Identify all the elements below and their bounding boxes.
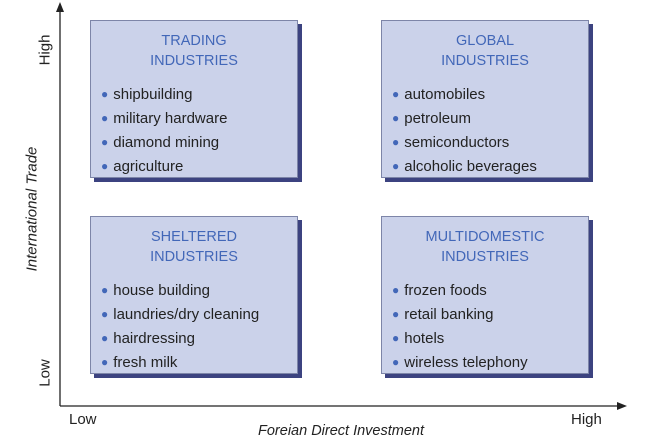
list-item-text: shipbuilding bbox=[113, 86, 193, 103]
multidomestic-title-line1: MULTIDOMESTIC bbox=[425, 229, 545, 245]
list-item-text: petroleum bbox=[404, 110, 471, 127]
sheltered-title-line1: SHELTERED bbox=[151, 229, 237, 245]
multidomestic-list: ● frozen foods ● retail banking ● hotels ● w… bbox=[382, 279, 588, 375]
trading-title-line1: TRADING bbox=[161, 33, 227, 49]
bullet-icon: ● bbox=[392, 87, 400, 101]
bullet-icon: ● bbox=[392, 111, 400, 125]
bullet-icon: ● bbox=[392, 331, 400, 345]
list-item: ● fresh milk bbox=[101, 351, 297, 375]
list-item-text: military hardware bbox=[113, 110, 228, 127]
y-axis-high-label: High bbox=[36, 34, 54, 66]
y-axis-label: International Trade bbox=[23, 146, 41, 272]
bullet-icon: ● bbox=[101, 159, 109, 173]
sheltered-title: SHELTERED INDUSTRIES bbox=[91, 227, 297, 267]
list-item-text: wireless telephony bbox=[404, 354, 528, 371]
trading-title-line2: INDUSTRIES bbox=[150, 53, 238, 69]
list-item: ● hairdressing bbox=[101, 327, 297, 351]
list-item-text: diamond mining bbox=[113, 134, 220, 151]
sheltered-title-line2: INDUSTRIES bbox=[150, 249, 238, 265]
multidomestic-title-line2: INDUSTRIES bbox=[441, 249, 529, 265]
list-item-text: alcoholic beverages bbox=[404, 158, 537, 175]
list-item-text: automobiles bbox=[404, 86, 486, 103]
list-item: ● frozen foods bbox=[392, 279, 588, 303]
global-title: GLOBAL INDUSTRIES bbox=[382, 31, 588, 71]
list-item: ● military hardware bbox=[101, 107, 297, 131]
list-item: ● shipbuilding bbox=[101, 83, 297, 107]
x-axis-label: Foreian Direct Investment bbox=[258, 423, 425, 439]
list-item: ● house building bbox=[101, 279, 297, 303]
list-item: ● semiconductors bbox=[392, 131, 588, 155]
list-item: ● diamond mining bbox=[101, 131, 297, 155]
list-item-text: fresh milk bbox=[113, 354, 178, 371]
y-axis-arrow-icon bbox=[56, 2, 64, 12]
list-item: ● alcoholic beverages bbox=[392, 155, 588, 179]
bullet-icon: ● bbox=[101, 331, 109, 345]
trading-industries-box: TRADING INDUSTRIES ● shipbuilding ● milita… bbox=[90, 20, 298, 178]
list-item: ● wireless telephony bbox=[392, 351, 588, 375]
sheltered-industries-box: SHELTERED INDUSTRIES ● house building ● la… bbox=[90, 216, 298, 374]
bullet-icon: ● bbox=[392, 307, 400, 321]
list-item-text: hotels bbox=[404, 330, 445, 347]
list-item: ● automobiles bbox=[392, 83, 588, 107]
bullet-icon: ● bbox=[392, 355, 400, 369]
list-item-text: retail banking bbox=[404, 306, 494, 323]
list-item: ● hotels bbox=[392, 327, 588, 351]
global-title-line1: GLOBAL bbox=[455, 33, 515, 49]
x-axis-high-label: High bbox=[571, 411, 602, 428]
list-item: ● retail banking bbox=[392, 303, 588, 327]
list-item-text: semiconductors bbox=[404, 134, 510, 151]
bullet-icon: ● bbox=[392, 159, 400, 173]
bullet-icon: ● bbox=[101, 111, 109, 125]
bullet-icon: ● bbox=[101, 283, 109, 297]
bullet-icon: ● bbox=[101, 87, 109, 101]
list-item-text: laundries/dry cleaning bbox=[113, 306, 260, 323]
trading-list: ● shipbuilding ● military hardware ● diamon… bbox=[91, 83, 297, 179]
trading-title: TRADING INDUSTRIES bbox=[91, 31, 297, 71]
list-item-text: hairdressing bbox=[113, 330, 195, 347]
global-list: ●automobiles ●petroleum ●semiconductors … bbox=[382, 83, 588, 179]
y-axis-low-label: Low bbox=[36, 359, 54, 387]
list-item-text: frozen foods bbox=[404, 282, 487, 299]
list-item-text: agriculture bbox=[113, 158, 184, 175]
list-item: ● agriculture bbox=[101, 155, 297, 179]
bullet-icon: ● bbox=[392, 135, 400, 149]
sheltered-list: ●house building ●laundries/dry cleaning … bbox=[91, 279, 297, 375]
bullet-icon: ● bbox=[101, 135, 109, 149]
x-axis-arrow-icon bbox=[617, 402, 627, 410]
list-item: ● petroleum bbox=[392, 107, 588, 131]
multidomestic-title: MULTIDOMESTIC INDUSTRIES bbox=[382, 227, 588, 267]
list-item-text: house building bbox=[113, 282, 210, 299]
x-axis-low-label: Low bbox=[69, 411, 97, 428]
bullet-icon: ● bbox=[101, 307, 109, 321]
global-industries-box: GLOBAL INDUSTRIES ● automobiles ● petroleu… bbox=[381, 20, 589, 178]
bullet-icon: ● bbox=[101, 355, 109, 369]
global-title-line2: INDUSTRIES bbox=[441, 53, 529, 69]
bullet-icon: ● bbox=[392, 283, 400, 297]
list-item: ● laundries/dry cleaning bbox=[101, 303, 297, 327]
multidomestic-industries-box: MULTIDOMESTIC INDUSTRIES ● frozen foods ●… bbox=[381, 216, 589, 374]
